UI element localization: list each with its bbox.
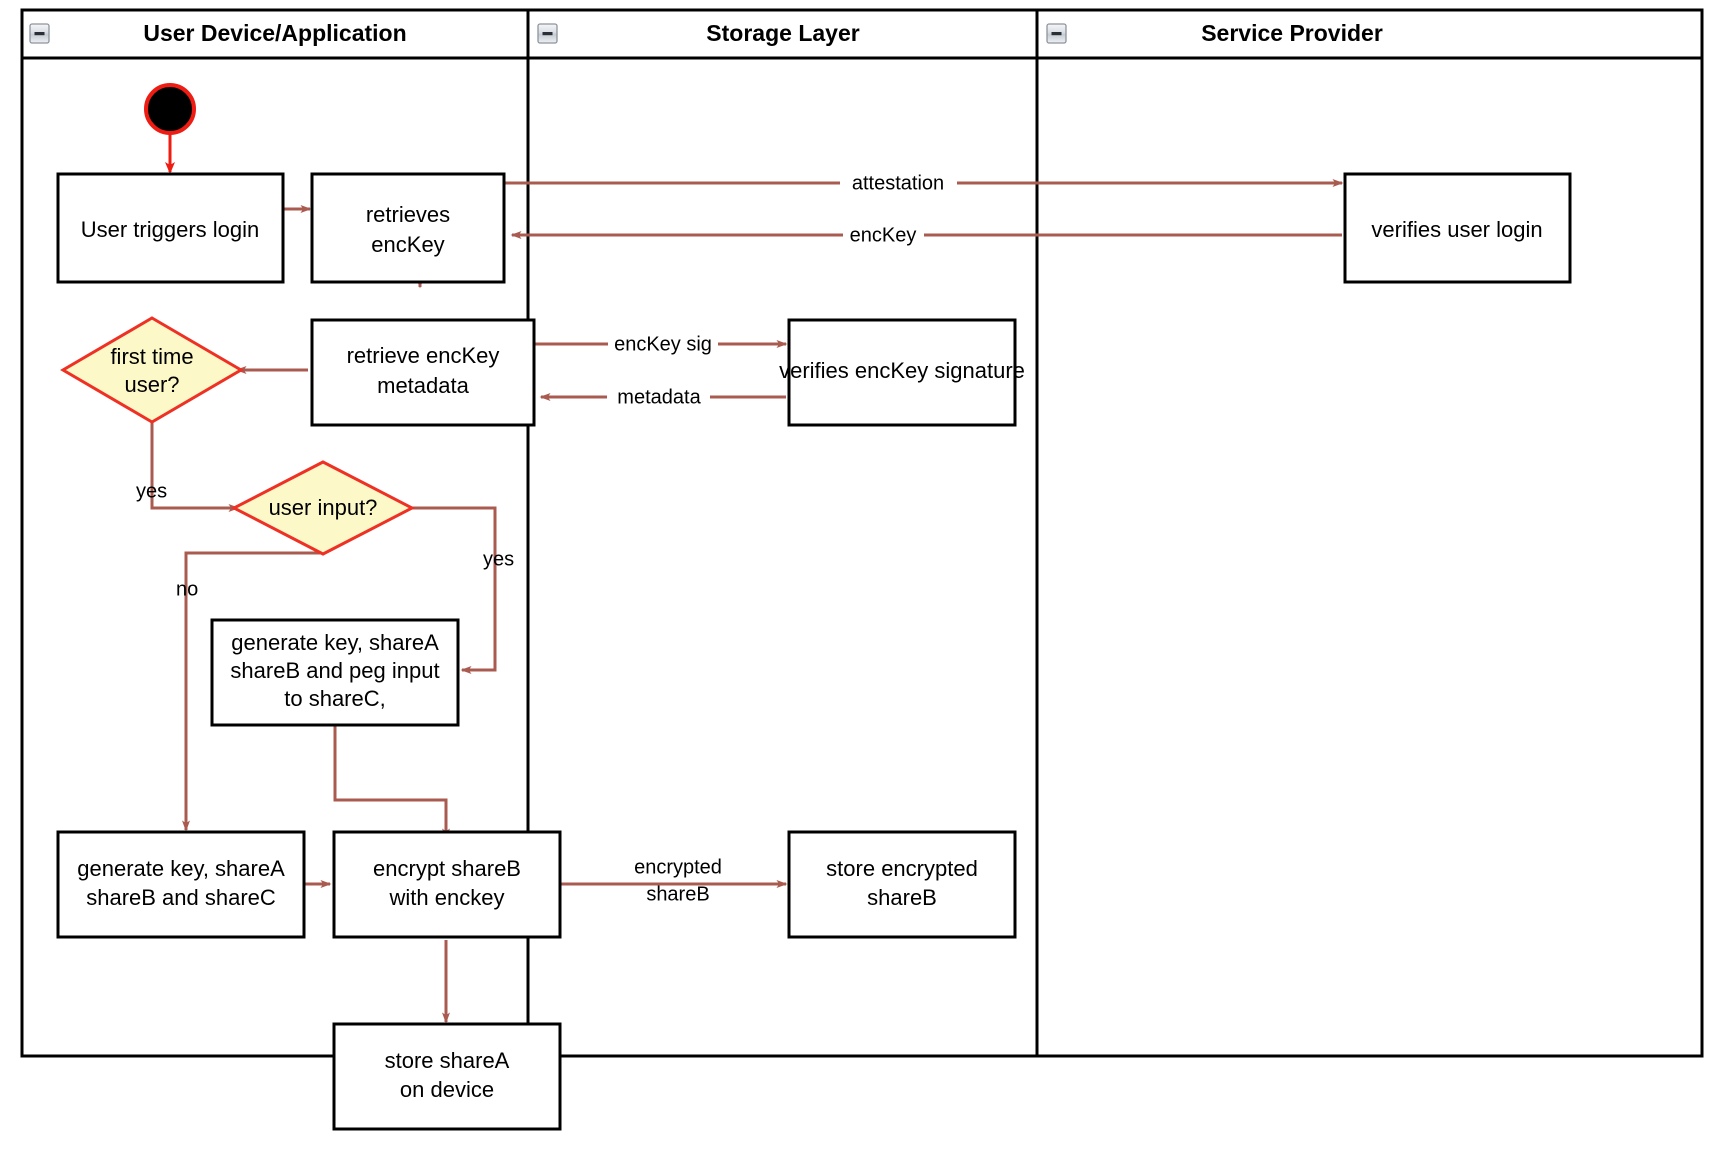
node-label: verifies user login [1371,217,1542,242]
edge-generate-peg-to-encrypt [333,725,450,840]
initial-node [144,83,196,135]
node-retrieve-enckey-metadata[interactable]: retrieve encKey metadata [310,318,536,427]
node-user-input-decision[interactable]: user input? [230,460,416,556]
minus-collapse-icon[interactable] [1046,23,1067,44]
node-label-line-3: to shareC, [284,686,386,711]
node-first-time-user-decision[interactable]: first time user? [60,316,244,424]
node-label-line-1: store shareA [385,1048,510,1073]
node-label-line-1: generate key, shareA [231,630,439,655]
node-label-line-2: on device [400,1077,494,1102]
lane-title-service-provider: Service Provider [1201,20,1383,46]
edge-label-text: metadata [617,386,701,408]
edge-user-input-yes-to-generate-peg [409,506,497,674]
node-label-line-1: encrypt shareB [373,856,521,881]
node-label-line-2: encKey [371,232,444,257]
edge-label-enckey: encKey [843,222,924,248]
lane-header-service-provider: Service Provider [1046,20,1383,46]
node-verifies-enckey-signature[interactable]: verifies encKey signature [779,318,1025,427]
lane-title-storage-layer: Storage Layer [706,20,859,46]
lane-title-user-device: User Device/Application [143,20,406,46]
node-label-line-2: user? [124,372,179,397]
node-label-line-2: with enckey [389,885,505,910]
branch-label-no-user-input: no [176,578,198,600]
node-label: verifies encKey signature [779,358,1025,383]
node-retrieves-enckey[interactable]: retrieves encKey [310,172,506,284]
node-label: user input? [269,495,378,520]
minus-collapse-icon[interactable] [29,23,50,44]
branch-label-yes-first-time-user: yes [136,480,167,502]
node-generate-key-shares[interactable]: generate key, shareA shareB and shareC [56,830,306,939]
edge-label-text: encKey sig [614,333,712,355]
node-label-line-1: retrieve encKey [347,343,500,368]
edge-label-text-line-2: shareB [646,883,709,905]
diagram-frame [20,8,1704,1058]
edge-label-text-line-1: encrypted [634,856,722,878]
node-store-encrypted-shareb[interactable]: store encrypted shareB [787,830,1017,939]
node-user-triggers-login[interactable]: User triggers login [56,172,285,284]
node-generate-key-peg[interactable]: generate key, shareA shareB and peg inpu… [210,618,460,727]
node-encrypt-shareb[interactable]: encrypt shareB with enckey [332,830,562,939]
minus-collapse-icon[interactable] [537,23,558,44]
node-label: User triggers login [81,217,260,242]
node-label-line-2: shareB and peg input [230,658,439,683]
edge-user-input-no-to-generate-shares [182,551,323,832]
edge-label-metadata: metadata [607,384,710,410]
edge-label-encrypted-shareb: encrypted shareB [619,855,737,905]
node-label-line-1: retrieves [366,202,450,227]
edge-label-text: attestation [852,172,944,194]
node-label-line-2: shareB and shareC [86,885,276,910]
node-label-line-1: store encrypted [826,856,978,881]
node-label-line-1: first time [110,344,193,369]
node-label-line-1: generate key, shareA [77,856,285,881]
node-label-line-2: metadata [377,373,469,398]
node-verifies-user-login[interactable]: verifies user login [1343,172,1572,284]
edge-label-text: encKey [850,224,917,246]
edge-first-time-yes-to-user-input [150,408,240,512]
node-label-line-2: shareB [867,885,937,910]
lane-header-storage-layer: Storage Layer [537,20,860,46]
node-store-sharea[interactable]: store shareA on device [332,1022,562,1131]
edge-label-enckey-sig: encKey sig [608,331,718,357]
lane-header-user-device: User Device/Application [29,20,407,46]
edge-label-attestation: attestation [840,170,957,196]
branch-label-yes-user-input: yes [483,548,514,570]
